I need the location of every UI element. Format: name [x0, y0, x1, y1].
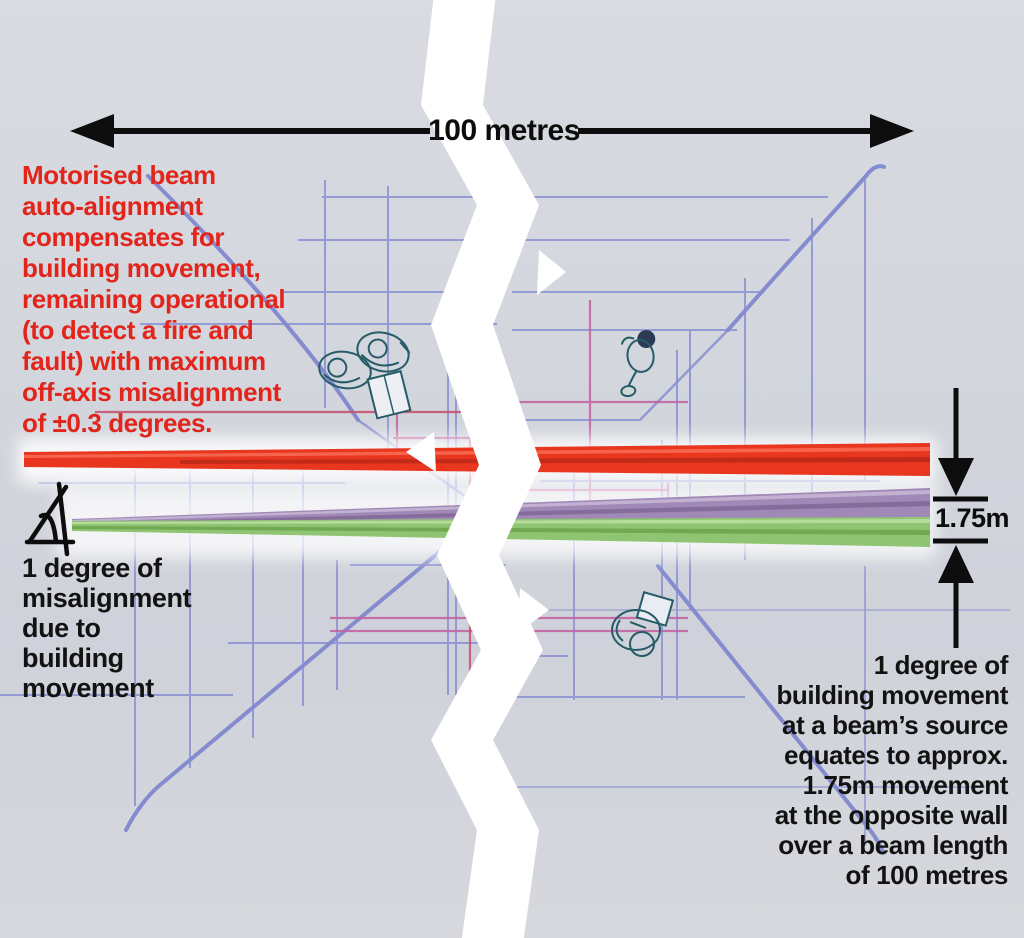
arrowhead-right — [870, 114, 914, 148]
arrowhead-down — [938, 458, 974, 496]
wireframe-grid-right — [512, 180, 1010, 846]
break-tooth-left — [406, 432, 436, 472]
red-beam — [24, 443, 930, 476]
dimension-label: 1.75m — [934, 503, 1010, 533]
misalignment-note: 1 degree of misalignment due to building… — [22, 553, 192, 703]
arrowhead-up — [938, 545, 974, 583]
seated-people-pair — [318, 331, 412, 420]
arrowhead-left — [70, 114, 114, 148]
break-tooth-right-2 — [518, 588, 549, 633]
span-length-label: 100 metres — [428, 114, 580, 147]
seated-person-at-desk — [611, 591, 675, 657]
auto-alignment-note: Motorised beam auto-alignment compensate… — [22, 160, 286, 438]
walking-person — [620, 330, 656, 398]
building-movement-note: 1 degree of building movement at a beam’… — [774, 650, 1009, 890]
break-tooth-right-1 — [537, 250, 566, 295]
break-band-shape — [421, 0, 543, 938]
